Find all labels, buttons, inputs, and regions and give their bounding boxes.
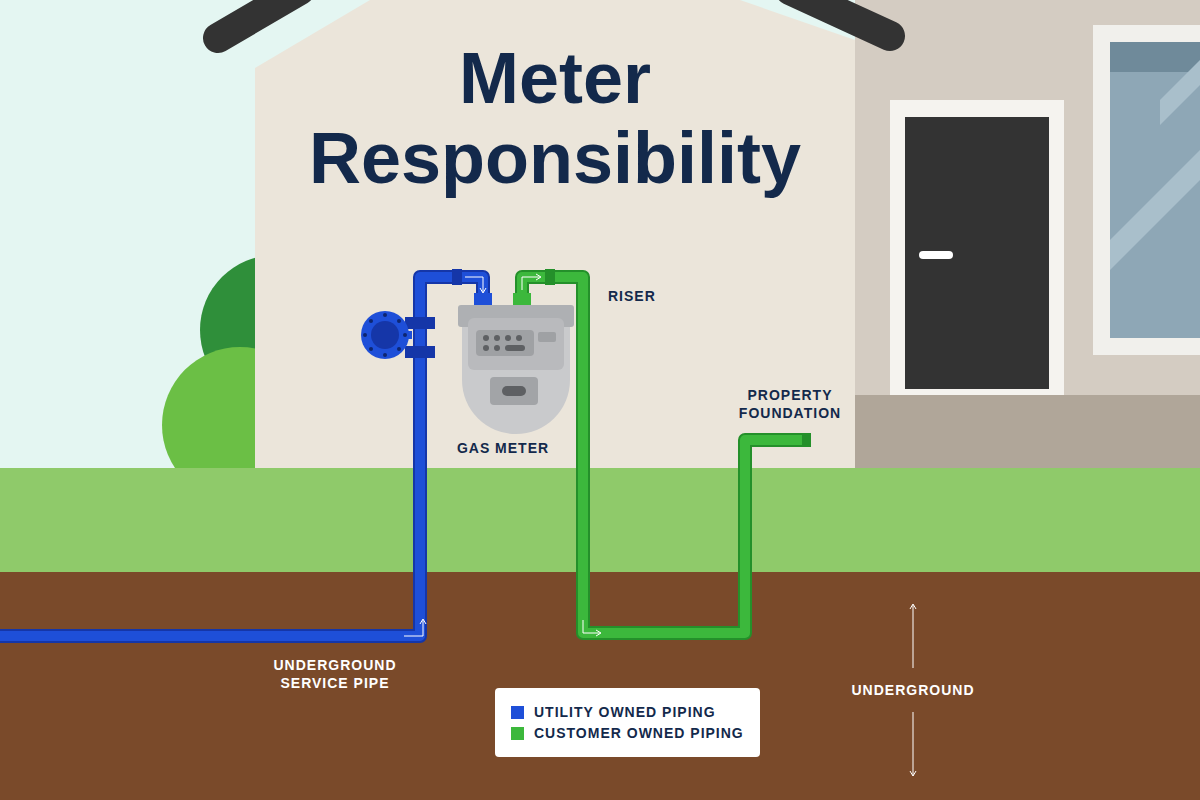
door <box>905 117 1049 389</box>
pipe-cap <box>802 433 811 447</box>
valve-core <box>371 321 399 349</box>
house-wall <box>255 0 855 472</box>
legend-text: UTILITY OWNED PIPING <box>534 703 716 721</box>
legend-entry: UTILITY OWNED PIPING <box>511 703 744 721</box>
part-label: RISER <box>608 287 688 305</box>
part-label: UNDERGROUND SERVICE PIPE <box>255 656 415 692</box>
roof-edge <box>790 0 890 36</box>
house-step <box>855 395 1200 472</box>
soil <box>0 572 1200 800</box>
diagram-title: Meter Responsibility <box>255 38 855 198</box>
legend-box: UTILITY OWNED PIPING CUSTOMER OWNED PIPIN… <box>495 688 760 757</box>
depth-arrow <box>910 604 916 609</box>
window-shine <box>1160 60 1200 125</box>
depth-line <box>913 605 914 668</box>
part-label: PROPERTY FOUNDATION <box>725 386 855 422</box>
depth-arrow <box>910 771 916 776</box>
grass <box>0 468 1200 574</box>
window-frame <box>1093 25 1200 355</box>
flow-arrows <box>404 274 601 636</box>
window-glass <box>1110 42 1200 338</box>
utility-pipe-outline <box>0 277 483 636</box>
utility-pipe <box>0 277 483 636</box>
legend-entry: CUSTOMER OWNED PIPING <box>511 724 744 742</box>
part-label: UNDERGROUND <box>843 681 983 699</box>
door-handle <box>919 251 953 259</box>
pipe-fitting <box>405 346 435 358</box>
window-blind <box>1110 42 1200 72</box>
valve <box>361 311 409 359</box>
gas-meter <box>458 293 574 434</box>
roof-edge <box>218 0 300 38</box>
window-shine <box>1110 150 1200 270</box>
door-frame <box>890 100 1064 398</box>
part-label: GAS METER <box>438 439 568 457</box>
depth-line <box>913 712 914 776</box>
pipe-fitting <box>405 317 435 329</box>
legend-text: CUSTOMER OWNED PIPING <box>534 724 744 742</box>
pipe-fitting <box>545 269 555 285</box>
legend-swatch <box>511 706 524 719</box>
pipe-fitting <box>452 269 462 285</box>
legend-swatch <box>511 727 524 740</box>
